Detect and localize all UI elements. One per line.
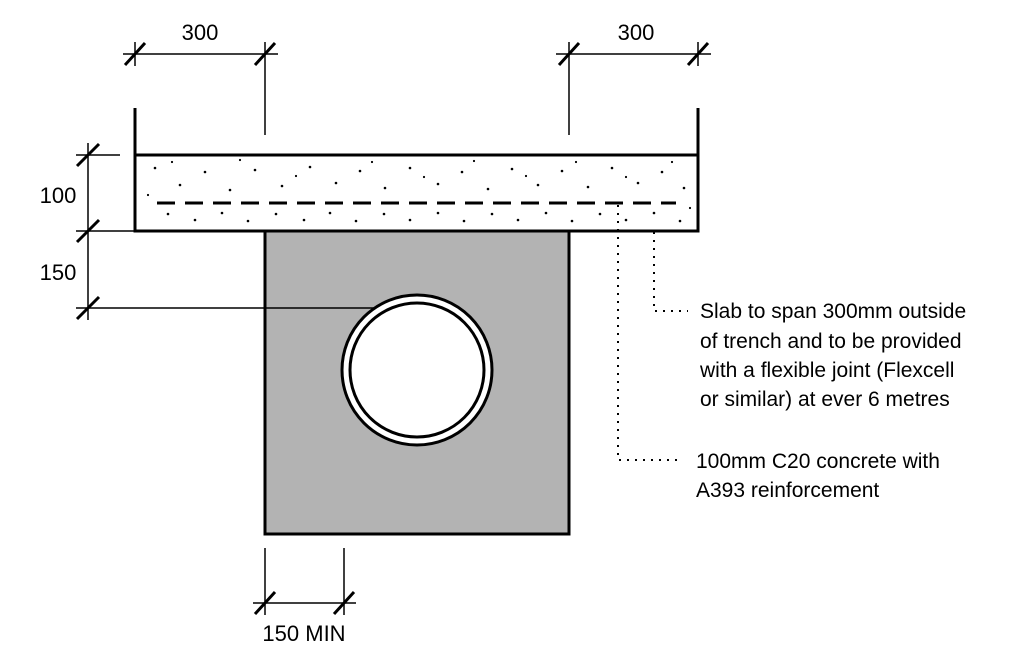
slab-note-line: with a flexible joint (Flexcell bbox=[699, 359, 954, 382]
dim-label-side-clearance: 150 MIN bbox=[262, 621, 345, 646]
slab-note-line: or similar) at ever 6 metres bbox=[700, 388, 950, 411]
dimension-left-overhang bbox=[123, 41, 278, 135]
dim-label-slab-thickness: 100 bbox=[40, 183, 77, 208]
slab-note-line: Slab to span 300mm outside bbox=[700, 300, 966, 323]
concrete-slab bbox=[133, 153, 700, 233]
leader-concrete-note bbox=[617, 205, 680, 461]
concrete-note-line: A393 reinforcement bbox=[696, 479, 879, 502]
dimension-side-clearance bbox=[253, 548, 356, 616]
dim-label-right-overhang: 300 bbox=[618, 20, 655, 45]
dimension-left-vertical bbox=[75, 142, 376, 321]
concrete-note: 100mm C20 concrete with A393 reinforceme… bbox=[696, 450, 946, 502]
slab-note-line: of trench and to be provided bbox=[700, 330, 962, 353]
dim-label-left-overhang: 300 bbox=[182, 20, 219, 45]
leader-slab-note bbox=[653, 232, 688, 312]
pipe bbox=[340, 293, 494, 447]
dimension-right-overhang bbox=[556, 41, 711, 135]
slab-note: Slab to span 300mm outside of trench and… bbox=[699, 300, 972, 411]
dim-label-cover: 150 bbox=[40, 260, 77, 285]
concrete-note-line: 100mm C20 concrete with bbox=[696, 450, 940, 473]
slab-aggregate-texture bbox=[146, 158, 692, 223]
